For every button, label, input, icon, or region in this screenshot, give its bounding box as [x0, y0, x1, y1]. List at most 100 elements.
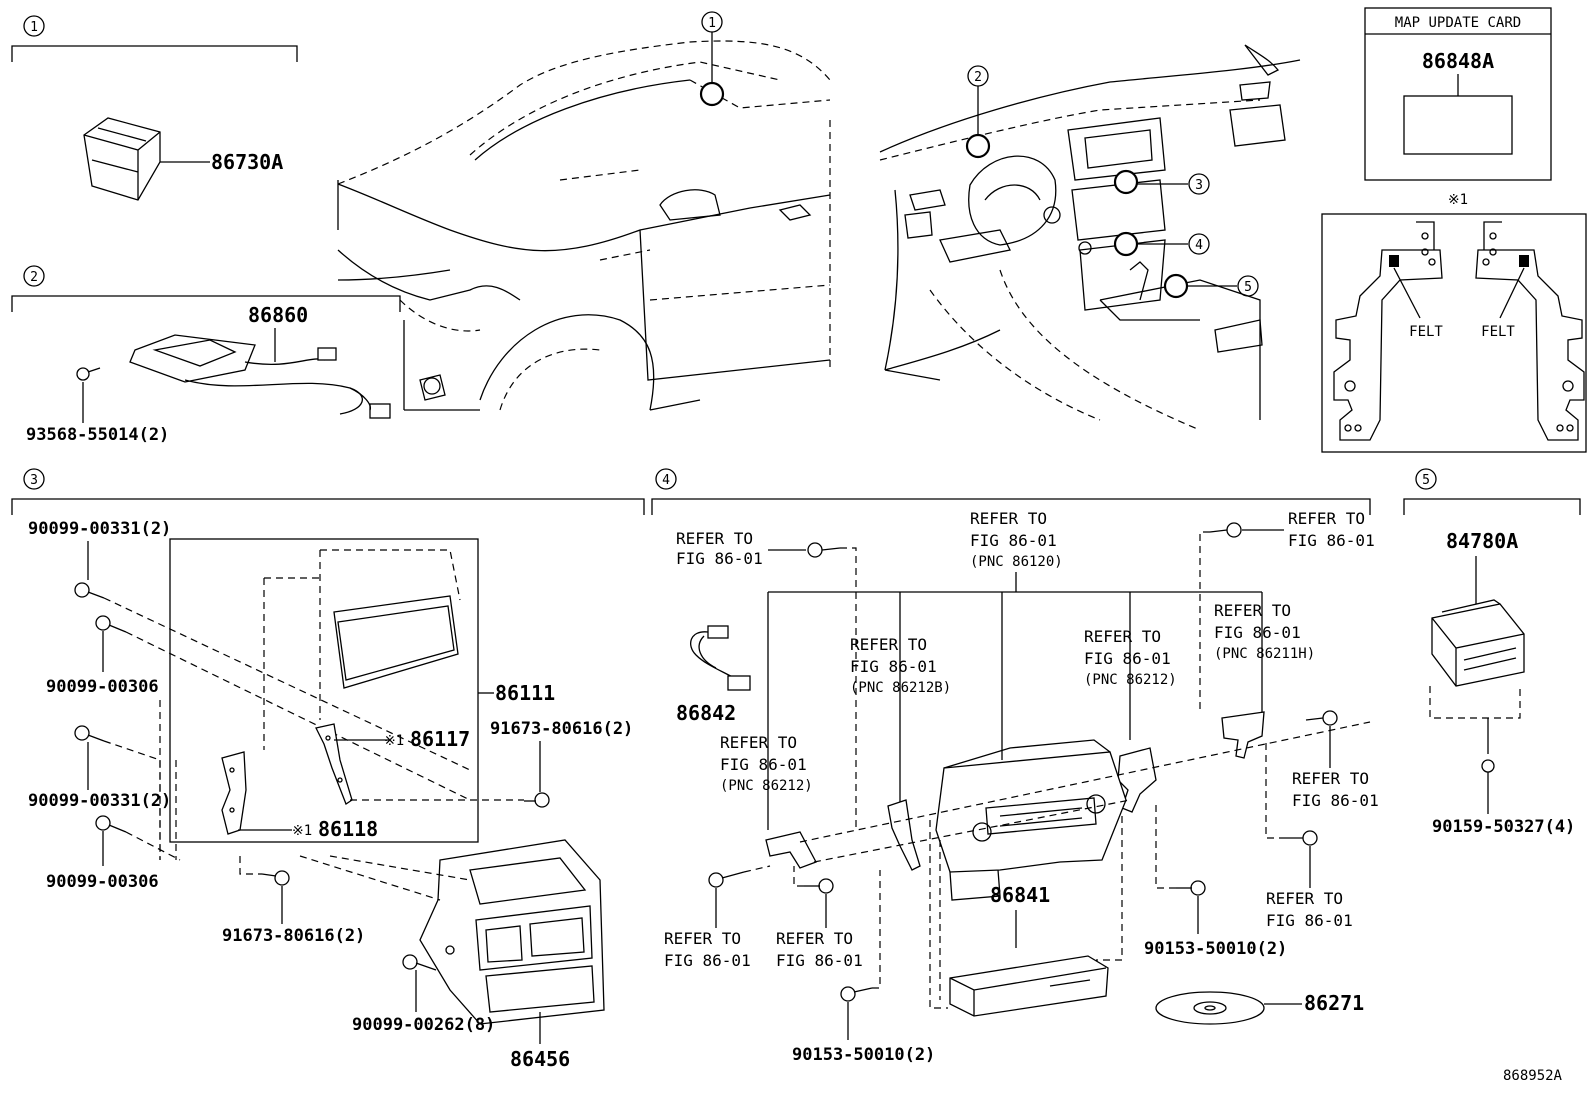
screw-icon — [95, 815, 127, 833]
part-90099-00306-label-a: 90099-00306 — [46, 677, 159, 697]
section-3-marker — [23, 468, 45, 490]
section-1: 1 86730A — [11, 15, 298, 201]
section-4-marker — [655, 468, 677, 490]
pnc-86211h-label: (PNC 86211H) — [1214, 646, 1315, 662]
section-4-bracket — [651, 498, 1371, 515]
bracket-drawing — [1117, 747, 1157, 813]
refer-fig-label: FIG 86-01 — [1214, 623, 1301, 642]
refer-label: REFER TO — [776, 929, 853, 948]
section-4-number: 4 — [662, 473, 670, 488]
refer-fig-label: FIG 86-01 — [676, 549, 763, 568]
pnc-86212-label: (PNC 86212) — [720, 778, 813, 794]
part-86860-label: 86860 — [248, 303, 308, 327]
screw-icon — [1481, 759, 1495, 788]
part-90159-label: 90159-50327(4) — [1432, 817, 1575, 837]
section-5: 5 84780A 90159-50327(4) — [1403, 468, 1581, 837]
map-update-card-title: MAP UPDATE CARD — [1395, 15, 1521, 31]
section-2: 2 86860 93568-55014(2) — [11, 265, 401, 445]
map-update-card-box: MAP UPDATE CARD 86848A — [1364, 7, 1552, 181]
section-5-number: 5 — [1422, 473, 1430, 488]
part-90099-00262-label: 90099-00262(8) — [352, 1015, 495, 1035]
section-3: 3 90099-00331(2) 90099-00306 90099-00331… — [11, 468, 645, 1071]
harness-86842-drawing — [690, 625, 751, 691]
bolt-icon — [261, 870, 290, 886]
part-90153-label-b: 90153-50010(2) — [1144, 939, 1287, 959]
section-2-marker — [23, 265, 45, 287]
screw-icon — [74, 725, 105, 742]
dashboard-interior-drawing — [879, 44, 1301, 431]
callout-5-locator — [1163, 273, 1189, 299]
section-1-number: 1 — [30, 20, 38, 35]
pnc-86212b-label: (PNC 86212B) — [850, 680, 951, 696]
felt-label-right: FELT — [1481, 324, 1515, 340]
callout-4: 4 — [1113, 231, 1210, 257]
refer-fig-label: FIG 86-01 — [1288, 531, 1375, 550]
part-86841-label: 86841 — [990, 883, 1050, 907]
screw-icon — [402, 954, 437, 971]
section-2-bracket — [11, 295, 401, 312]
refer-label: REFER TO — [1214, 601, 1291, 620]
refer-label: REFER TO — [664, 929, 741, 948]
bolt-icon — [1176, 880, 1206, 896]
part-86117-label: 86117 — [410, 727, 470, 751]
bracket-86118-drawing — [221, 751, 247, 835]
map-card-drawing — [1403, 95, 1513, 155]
section-2-number: 2 — [30, 270, 38, 285]
switch-84780a-drawing — [1431, 599, 1525, 687]
felt-note-box: ※1 FELT FELT — [1321, 192, 1587, 453]
callout-4-number: 4 — [1195, 238, 1203, 253]
part-91673-label-a: 91673-80616(2) — [490, 719, 633, 739]
screw-93568-icon — [76, 367, 101, 381]
part-86730a-label: 86730A — [211, 150, 283, 174]
navigation-ecu-drawing — [949, 955, 1109, 1017]
part-90099-00331-label-a: 90099-00331(2) — [28, 519, 171, 539]
callout-2-number: 2 — [974, 70, 982, 85]
part-91673-label-b: 91673-80616(2) — [222, 926, 365, 946]
part-86860-drawing — [129, 334, 391, 419]
refer-label: REFER TO — [1288, 509, 1365, 528]
refer-fig-label: FIG 86-01 — [1084, 649, 1171, 668]
refer-fig-label: FIG 86-01 — [970, 531, 1057, 550]
right-bracket-drawing — [1475, 221, 1585, 441]
section-1-marker — [23, 15, 45, 37]
refer-label: REFER TO — [970, 509, 1047, 528]
refer-fig-label: FIG 86-01 — [720, 755, 807, 774]
bracket-drawing — [1221, 711, 1265, 759]
section-4: 4 REFER TO FIG 86-01 REFER TO FIG 86-01 … — [651, 468, 1379, 1065]
section-3-bracket — [11, 498, 645, 515]
refer-label: REFER TO — [1292, 769, 1369, 788]
part-90099-00306-label-b: 90099-00306 — [46, 872, 159, 892]
vehicle-exterior-drawing — [337, 40, 831, 411]
callout-1-number: 1 — [708, 16, 716, 31]
bracket-86117-drawing — [315, 723, 353, 805]
screw-icon — [74, 582, 105, 599]
part-84780a-label: 84780A — [1446, 529, 1518, 553]
marker-86118: ※1 — [292, 823, 312, 839]
part-86271-label: 86271 — [1304, 991, 1364, 1015]
pnc-86120-label: (PNC 86120) — [970, 554, 1063, 570]
figure-code: 868952A — [1503, 1068, 1563, 1084]
panel-86456-drawing — [419, 839, 605, 1025]
part-86118-label: 86118 — [318, 817, 378, 841]
callout-3: 3 — [1113, 169, 1210, 195]
part-93568-label: 93568-55014(2) — [26, 425, 169, 445]
section-5-marker — [1415, 468, 1437, 490]
note-box-marker: ※1 — [1448, 192, 1468, 208]
left-bracket-drawing — [1333, 221, 1443, 441]
display-86111-drawing — [263, 549, 461, 750]
bolt-icon — [1286, 830, 1318, 846]
bolt-icon — [708, 871, 745, 888]
bracket-drawing — [887, 799, 921, 871]
part-90099-00331-label-b: 90099-00331(2) — [28, 791, 171, 811]
part-90153-label-a: 90153-50010(2) — [792, 1045, 935, 1065]
bolt-icon — [840, 986, 873, 1002]
bolt-icon — [804, 878, 834, 894]
callout-3-number: 3 — [1195, 178, 1203, 193]
screw-icon — [95, 615, 127, 633]
callout-3-locator — [1113, 169, 1139, 195]
refer-label: REFER TO — [1266, 889, 1343, 908]
part-86111-label: 86111 — [495, 681, 555, 705]
bracket-drawing — [765, 831, 817, 869]
pnc-86212-label: (PNC 86212) — [1084, 672, 1177, 688]
